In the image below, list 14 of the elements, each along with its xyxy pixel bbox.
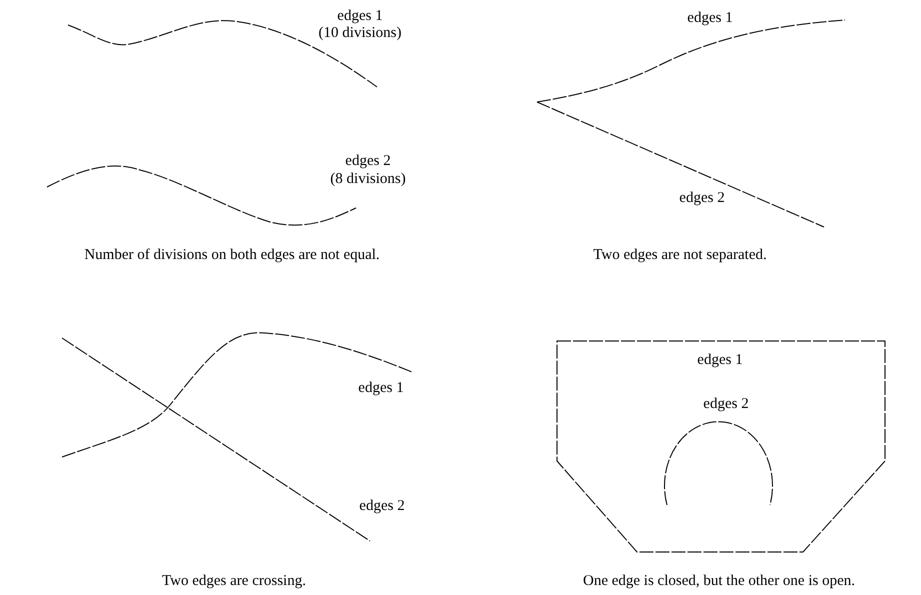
curve-label: edges 1 — [337, 7, 383, 25]
caption: Two edges are not separated. — [593, 246, 767, 264]
caption: Two edges are crossing. — [162, 572, 306, 590]
caption: Number of divisions on both edges are not equal. — [84, 246, 380, 264]
curve-label: edges 2 — [359, 497, 405, 515]
caption: One edge is closed, but the other one is open. — [583, 572, 855, 590]
curve-label: edges 2 — [679, 189, 725, 207]
curve-label: edges 1 — [687, 9, 733, 27]
curve-label: edges 2 — [345, 152, 391, 170]
curve-label: (8 divisions) — [330, 170, 406, 188]
curve-label: edges 2 — [703, 395, 749, 413]
curve-label: edges 1 — [697, 351, 743, 369]
curve-label: (10 divisions) — [318, 24, 402, 42]
curve-label: edges 1 — [358, 379, 404, 397]
